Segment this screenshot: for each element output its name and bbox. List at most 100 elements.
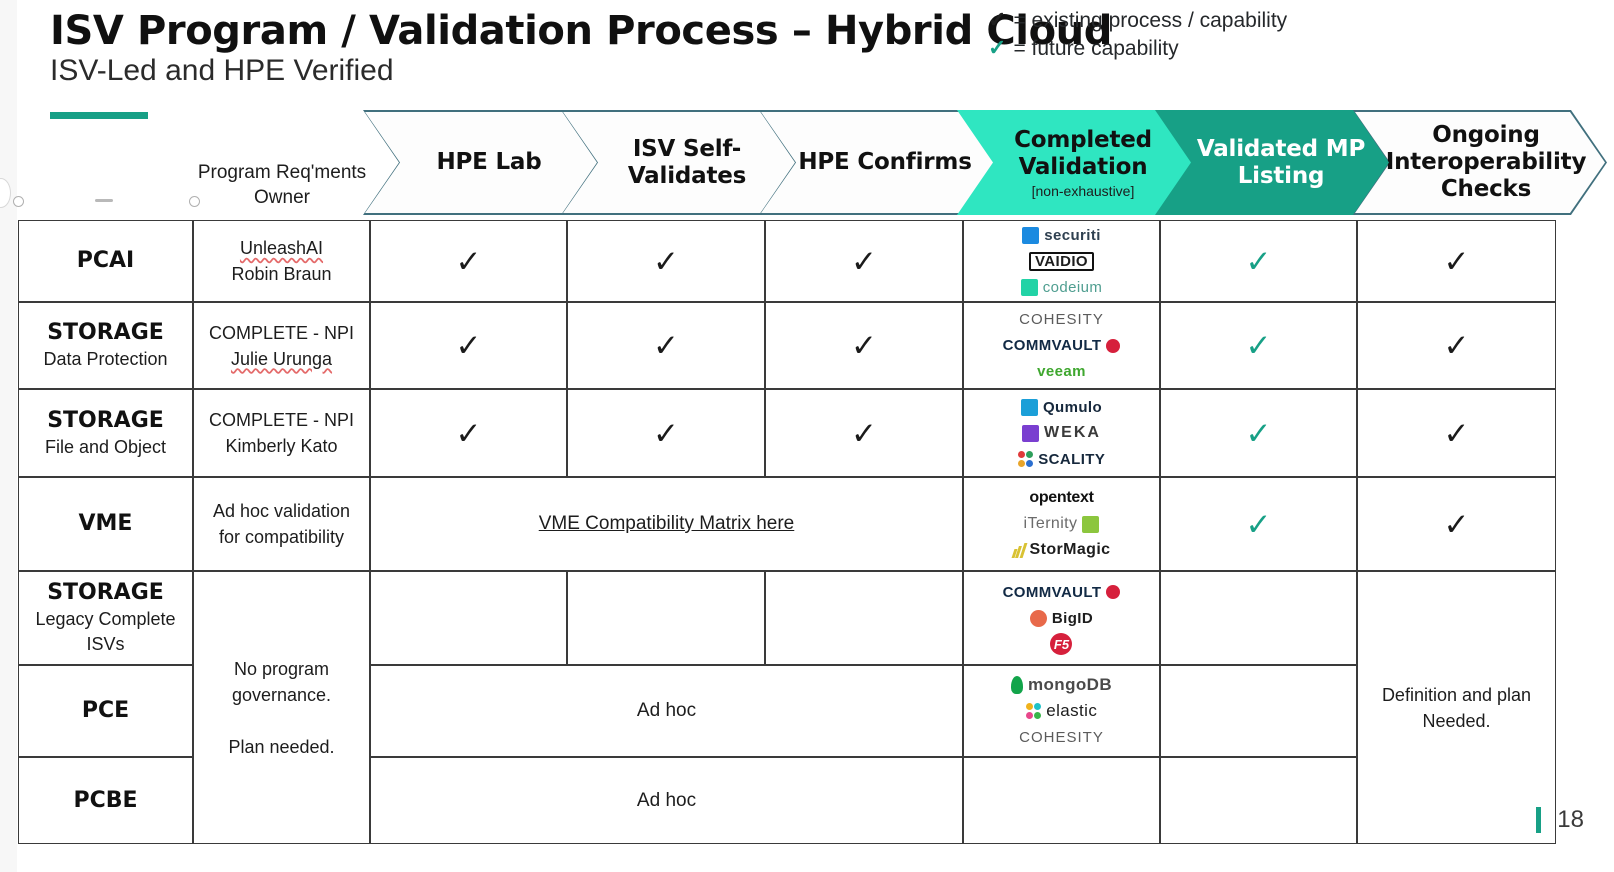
owner-line-1: COMPLETE - NPI <box>208 410 355 430</box>
validated-mp-listing-cell[interactable] <box>1160 571 1357 665</box>
logo-stormagic: StorMagic <box>1011 541 1111 560</box>
owner-cell[interactable]: UnleashAI Robin Braun <box>193 220 370 302</box>
hpe-confirms-cell[interactable]: ✓ <box>765 389 963 477</box>
selection-handle-left[interactable] <box>13 196 24 207</box>
table-row[interactable]: STORAGE Data Protection <box>18 302 193 389</box>
completed-validation-cell[interactable]: securiti VAIDIO codeium <box>963 220 1160 302</box>
hpe-confirms-cell[interactable]: ✓ <box>765 302 963 389</box>
stage-label: ISV Self-Validates <box>627 135 747 189</box>
ongoing-note-line-1: Definition and plan <box>1381 684 1532 705</box>
ongoing-checks-cell[interactable]: ✓ <box>1357 389 1556 477</box>
validated-mp-listing-cell[interactable]: ✓ <box>1160 302 1357 389</box>
logo-stack: Qumulo WEKA SCALITY <box>1017 398 1105 469</box>
logo-securiti: securiti <box>1022 226 1101 245</box>
ongoing-checks-cell[interactable]: ✓ <box>1357 302 1556 389</box>
selection-handle-right[interactable] <box>189 196 200 207</box>
logo-f5: F5 <box>1050 633 1073 655</box>
validated-mp-listing-cell[interactable]: ✓ <box>1160 477 1357 571</box>
hpe-confirms-cell[interactable]: ✓ <box>765 220 963 302</box>
hpe-lab-cell[interactable] <box>370 571 567 665</box>
logo-bigid: BigID <box>1029 609 1093 628</box>
completed-validation-cell[interactable]: mongoDB elastic COHESITY <box>963 665 1160 757</box>
table-row[interactable]: STORAGE File and Object <box>18 389 193 477</box>
elastic-mark-icon <box>1025 703 1042 719</box>
stage-chevron-hpe-confirms[interactable]: HPE Confirms <box>759 110 999 215</box>
page-number: 18 <box>1557 806 1584 833</box>
hpe-lab-cell[interactable]: ✓ <box>370 389 567 477</box>
logo-qumulo: Qumulo <box>1020 398 1102 417</box>
stage-chevron-hpe-lab[interactable]: HPE Lab <box>363 110 603 215</box>
validated-mp-listing-cell[interactable]: ✓ <box>1160 220 1357 302</box>
legend-item-future: ✓ = future capability <box>988 37 1287 65</box>
column-header-owner: Program Req'ments Owner <box>197 162 367 208</box>
logo-cohesity: COHESITY <box>1019 311 1104 328</box>
selection-handle-middle[interactable] <box>95 199 113 202</box>
isv-self-validates-cell[interactable]: ✓ <box>567 220 765 302</box>
isv-self-validates-cell[interactable] <box>567 571 765 665</box>
owner-note-line-1: No program governance. <box>231 658 332 705</box>
stage-label: Ongoing Interoperability Checks <box>1385 122 1587 202</box>
completed-validation-cell[interactable]: COHESITY COMMVAULT veeam <box>963 302 1160 389</box>
check-icon: ✓ <box>1245 506 1272 542</box>
workload-name: STORAGE <box>47 407 164 433</box>
workload-name: PCBE <box>73 787 138 813</box>
workload-name: PCAI <box>76 248 135 273</box>
stage-chevron-ongoing-interoperability-checks[interactable]: Ongoing Interoperability Checks <box>1353 110 1607 215</box>
logo-iternity: iTernity <box>1024 515 1100 534</box>
table-row[interactable]: VME <box>18 477 193 571</box>
adhoc-label: Ad hoc <box>636 789 697 811</box>
ongoing-checks-cell[interactable]: ✓ <box>1357 220 1556 302</box>
owner-line-2: Kimberly Kato <box>225 436 338 456</box>
pcbe-adhoc-cell[interactable]: Ad hoc <box>370 757 963 844</box>
vme-compatibility-matrix-cell[interactable]: VME Compatibility Matrix here <box>370 477 963 571</box>
table-row[interactable]: STORAGE Legacy Complete ISVs <box>18 571 193 665</box>
table-row[interactable]: PCE <box>18 665 193 757</box>
table-row[interactable]: PCBE <box>18 757 193 844</box>
table-row[interactable]: PCAI <box>18 220 193 302</box>
isv-self-validates-cell[interactable]: ✓ <box>567 389 765 477</box>
owner-line-2: for compatibility <box>218 527 345 547</box>
stage-label: HPE Confirms <box>798 149 972 175</box>
logo-stack: COMMVAULT BigID F5 <box>1003 583 1121 655</box>
logo-stack: securiti VAIDIO codeium <box>1020 226 1103 297</box>
completed-validation-cell[interactable]: Qumulo WEKA SCALITY <box>963 389 1160 477</box>
owner-note-merged-cell[interactable]: No program governance. Plan needed. <box>193 571 370 844</box>
check-icon: ✓ <box>1245 328 1272 363</box>
stage-chevron-validated-mp-listing[interactable]: Validated MP Listing <box>1155 110 1395 215</box>
logo-opentext: opentext <box>1029 489 1094 506</box>
ongoing-note-merged-cell[interactable]: Definition and plan Needed. <box>1357 571 1556 844</box>
check-icon: ✓ <box>1443 415 1470 451</box>
stage-label: Validated MP Listing <box>1196 135 1366 189</box>
completed-validation-cell[interactable]: opentext iTernity StorMagic <box>963 477 1160 571</box>
completed-validation-cell[interactable] <box>963 757 1160 844</box>
stage-chevron-completed-validation[interactable]: Completed Validation [non-exhaustive] <box>957 110 1197 215</box>
validated-mp-listing-cell[interactable]: ✓ <box>1160 389 1357 477</box>
logo-veeam: veeam <box>1037 363 1086 380</box>
workload-name: VME <box>78 511 133 536</box>
mongodb-leaf-icon <box>1010 676 1023 694</box>
pce-adhoc-cell[interactable]: Ad hoc <box>370 665 963 757</box>
logo-elastic: elastic <box>1025 701 1098 721</box>
workload-name: STORAGE <box>47 320 164 345</box>
vme-compatibility-matrix-link[interactable]: VME Compatibility Matrix here <box>538 513 795 534</box>
validated-mp-listing-cell[interactable] <box>1160 757 1357 844</box>
validation-matrix-table: PCAI STORAGE Data Protection STORAGE Fil… <box>18 220 1556 844</box>
check-icon: ✓ <box>653 328 679 363</box>
owner-cell[interactable]: COMPLETE - NPI Kimberly Kato <box>193 389 370 477</box>
completed-validation-cell[interactable]: COMMVAULT BigID F5 <box>963 571 1160 665</box>
owner-cell[interactable]: COMPLETE - NPI Julie Urunga <box>193 302 370 389</box>
isv-self-validates-cell[interactable]: ✓ <box>567 302 765 389</box>
check-icon: ✓ <box>1443 243 1470 279</box>
hpe-lab-cell[interactable]: ✓ <box>370 302 567 389</box>
hpe-confirms-cell[interactable] <box>765 571 963 665</box>
check-icon: ✓ <box>455 243 482 279</box>
owner-cell[interactable]: Ad hoc validation for compatibility <box>193 477 370 571</box>
logo-codeium: codeium <box>1020 278 1103 297</box>
validated-mp-listing-cell[interactable] <box>1160 665 1357 757</box>
check-icon: ✓ <box>851 328 877 363</box>
ongoing-checks-cell[interactable]: ✓ <box>1357 477 1556 571</box>
ongoing-note-line-2: Needed. <box>1422 710 1491 731</box>
stage-chevron-isv-self-validates[interactable]: ISV Self-Validates <box>561 110 801 215</box>
hpe-lab-cell[interactable]: ✓ <box>370 220 567 302</box>
